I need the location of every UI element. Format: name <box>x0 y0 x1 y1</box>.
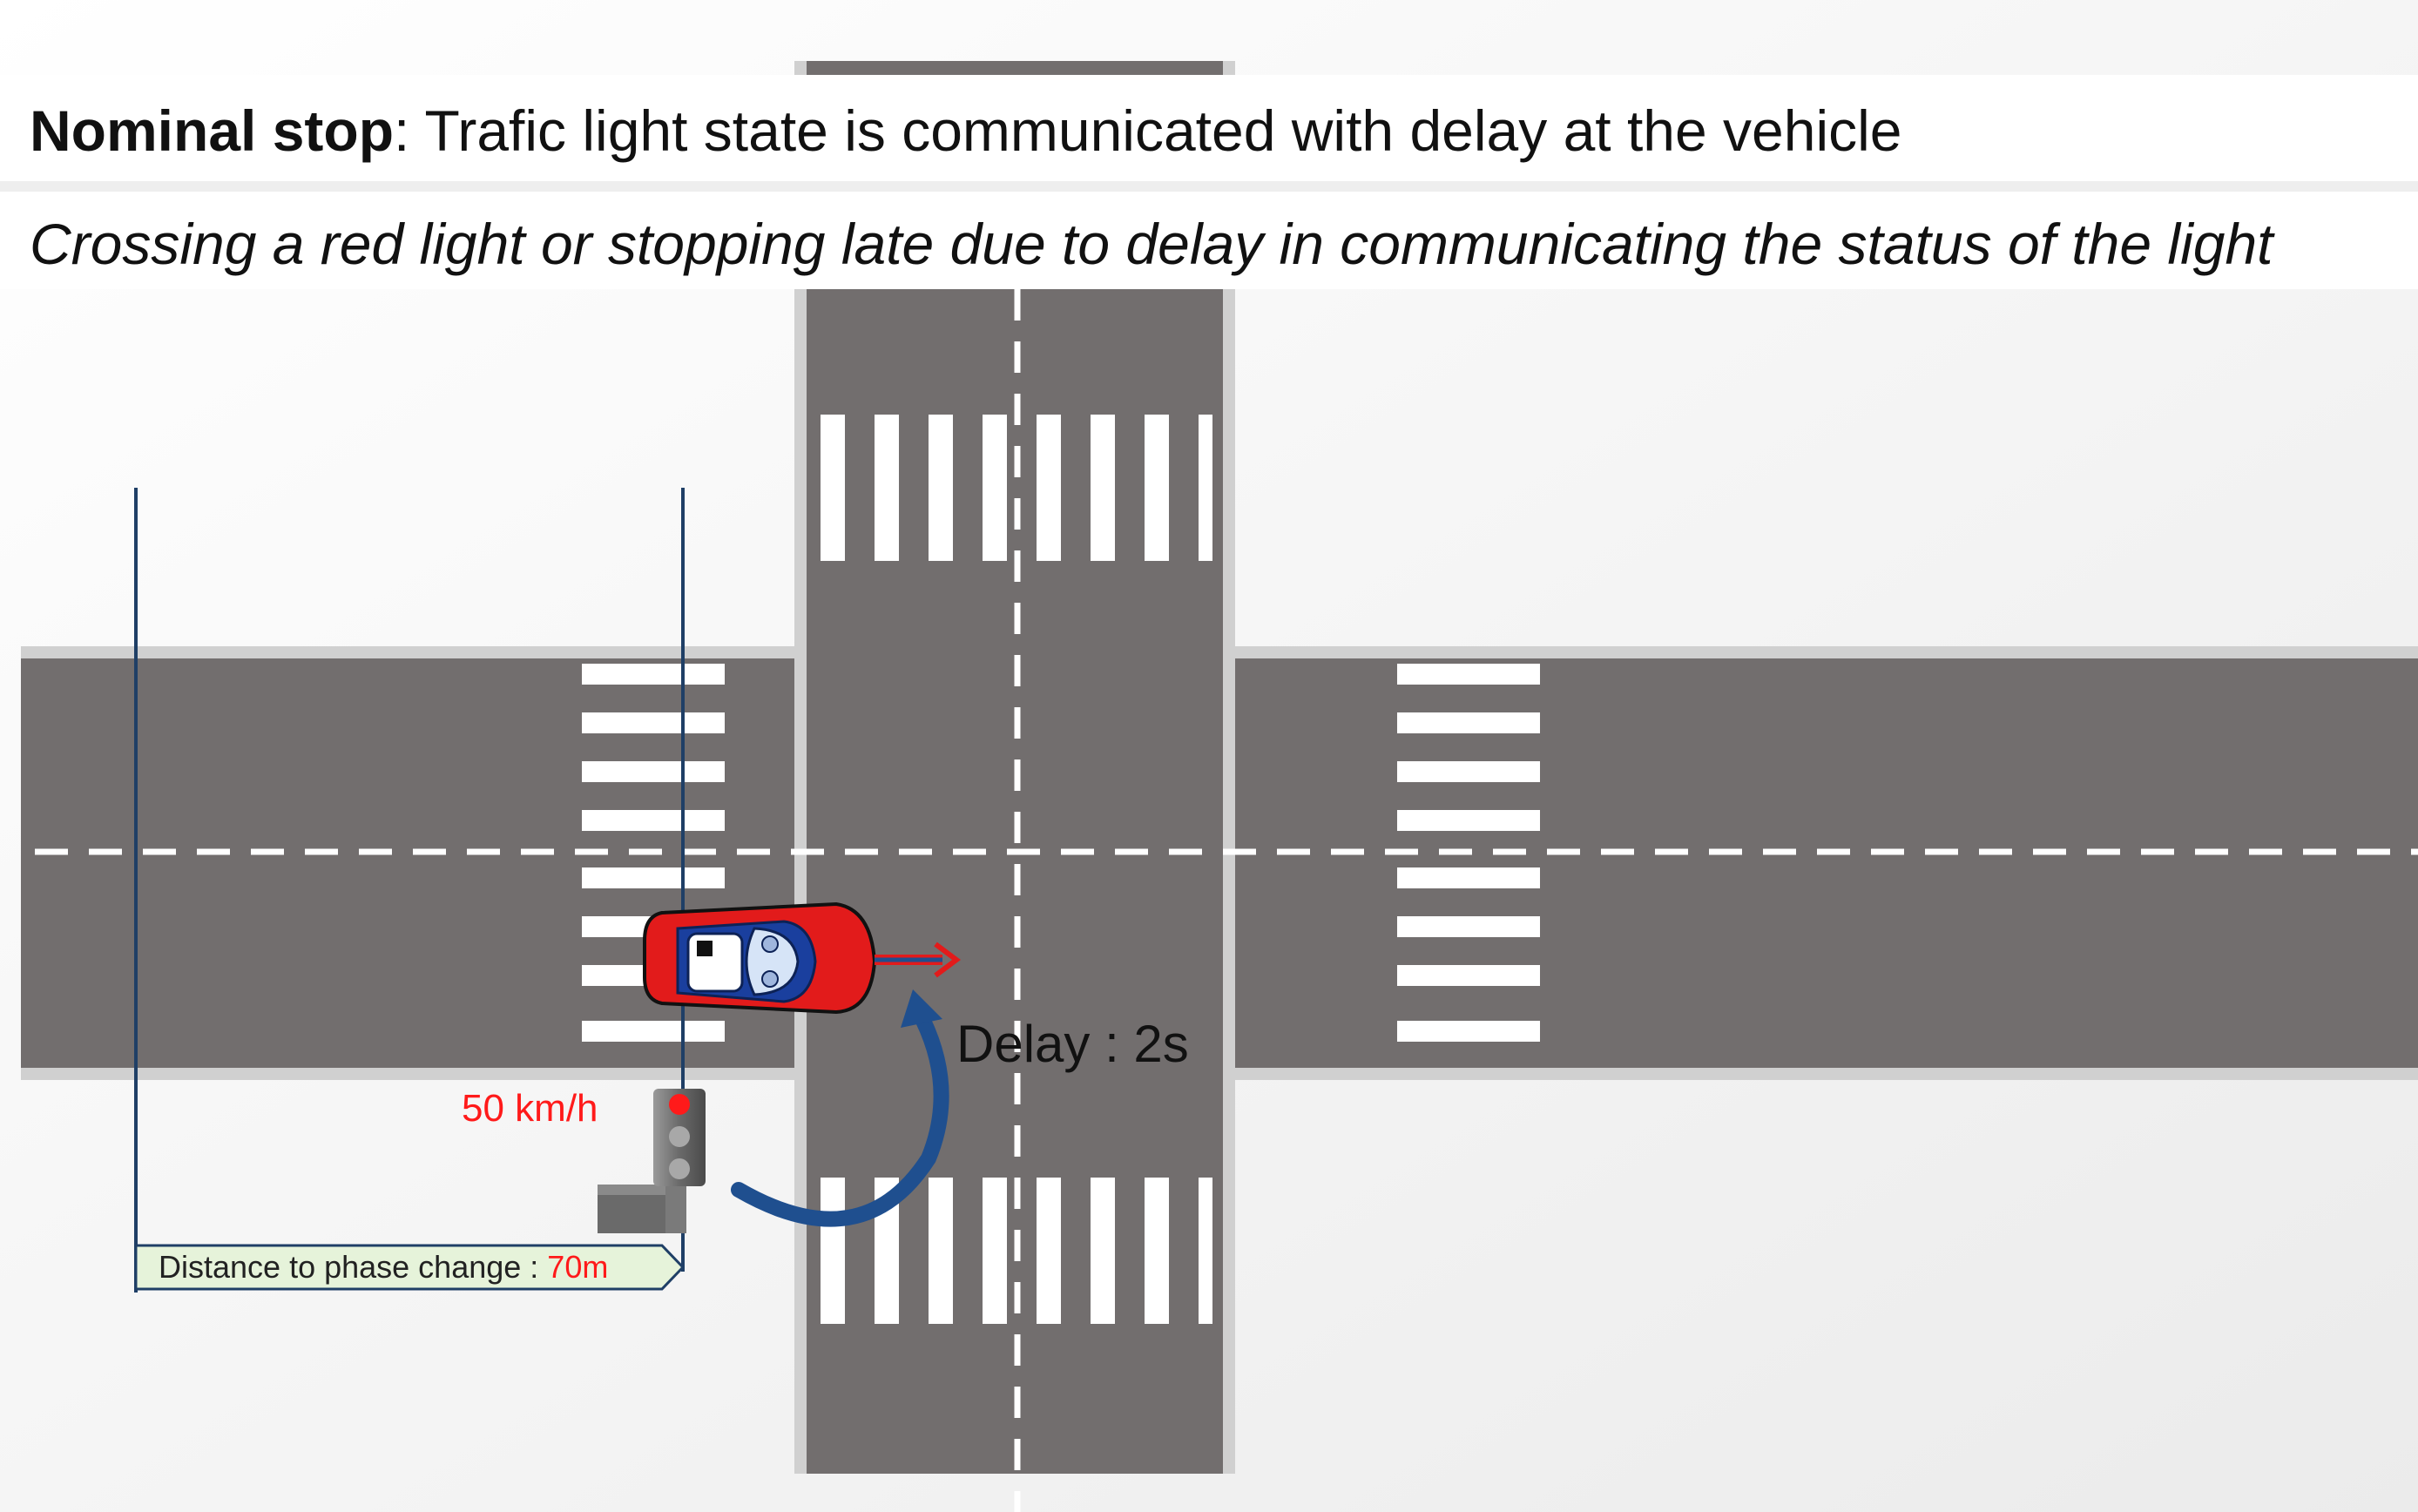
crosswalk-top <box>821 415 1212 561</box>
traffic-light-green-lamp <box>669 1158 690 1179</box>
delay-arrow <box>731 989 949 1227</box>
page-subtitle: Crossing a red light or stopping late du… <box>30 212 2273 276</box>
distance-value: 70m <box>547 1249 609 1285</box>
car-roof-marker <box>697 941 713 956</box>
header-divider <box>0 181 2418 192</box>
traffic-light <box>598 1089 706 1233</box>
distance-label: Distance to phase change : 70m <box>136 1247 608 1287</box>
delay-label: Delay : 2s <box>956 1015 1189 1073</box>
direction-arrow <box>875 942 961 978</box>
title-rest: : Trafic light state is communicated wit… <box>394 98 1902 163</box>
car-roof <box>686 932 744 993</box>
traffic-light-red-lamp <box>669 1094 690 1115</box>
page-title: Nominal stop: Trafic light state is comm… <box>30 98 1901 164</box>
traffic-light-amber-lamp <box>669 1126 690 1147</box>
crosswalk-right <box>1397 664 1540 1042</box>
distance-label-text: Distance to phase change : <box>159 1249 548 1285</box>
car-windshield <box>745 927 800 996</box>
car-seat-rear <box>761 970 779 988</box>
car <box>643 901 877 1015</box>
distance-box-shape <box>134 1244 686 1291</box>
speed-label: 50 km/h <box>462 1087 598 1130</box>
car-seat-front <box>761 935 779 953</box>
title-bold: Nominal stop <box>30 98 395 163</box>
